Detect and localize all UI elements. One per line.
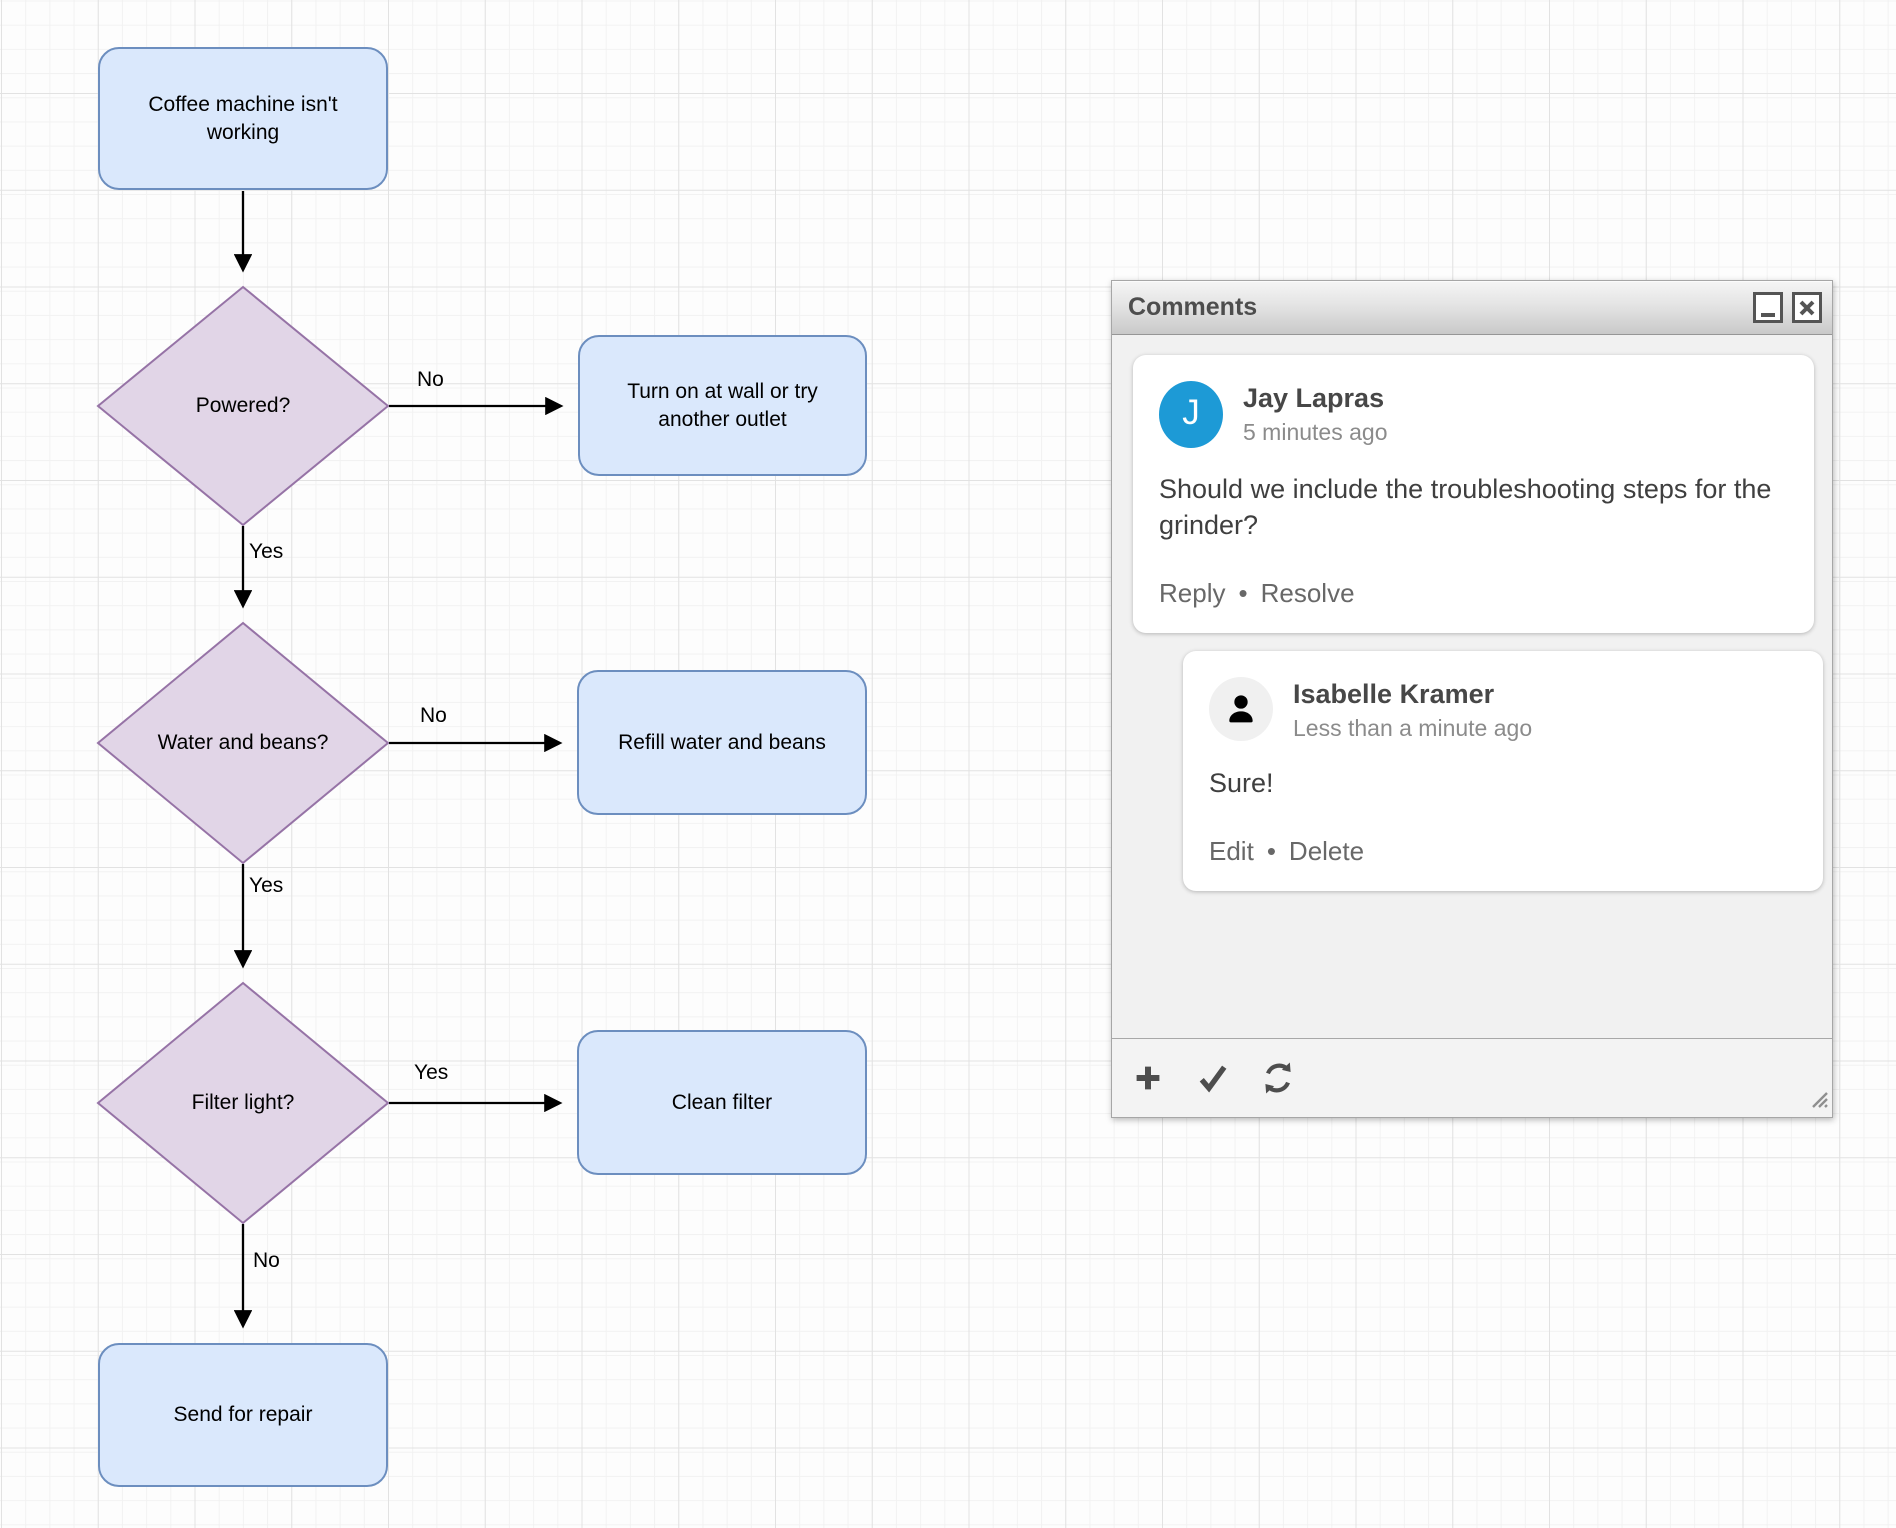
decision-powered-shape[interactable] <box>96 285 390 527</box>
edge-label-filter-yes: Yes <box>414 1061 449 1084</box>
close-icon <box>1799 300 1815 315</box>
reply-link[interactable]: Reply <box>1159 577 1226 608</box>
node-turn-on[interactable]: Turn on at wall or try another outlet <box>578 335 867 476</box>
comment-timestamp: 5 minutes ago <box>1243 419 1388 446</box>
comments-window: Comments J Jay Lapras 5 <box>1111 280 1833 1118</box>
action-separator: • <box>1266 835 1276 866</box>
comment-meta: Jay Lapras 5 minutes ago <box>1243 381 1387 446</box>
node-start[interactable]: Coffee machine isn't working <box>98 47 388 190</box>
comment-header: J Jay Lapras 5 minutes ago <box>1159 381 1786 448</box>
decision-water-beans-shape[interactable] <box>96 621 390 865</box>
comments-titlebar[interactable]: Comments <box>1112 281 1832 335</box>
person-icon <box>1229 695 1253 723</box>
node-start-label: Coffee machine isn't working <box>148 92 338 144</box>
refresh-button[interactable] <box>1259 1059 1297 1097</box>
avatar: J <box>1159 381 1223 448</box>
decision-filter-light-label: Filter light? <box>191 1091 295 1114</box>
show-resolved-button[interactable] <box>1194 1059 1232 1097</box>
plus-icon <box>1136 1066 1160 1090</box>
node-send-repair-label: Send for repair <box>173 1403 313 1427</box>
comments-list: J Jay Lapras 5 minutes ago Should we inc… <box>1112 335 1832 1038</box>
node-send-repair[interactable]: Send for repair <box>98 1343 388 1487</box>
decision-water-beans-label: Water and beans? <box>157 731 329 754</box>
comment-author: Jay Lapras <box>1243 383 1385 413</box>
edit-link[interactable]: Edit <box>1209 835 1254 866</box>
comment-actions: Reply • Resolve <box>1159 578 1786 609</box>
node-turn-on-label: Turn on at wall or try another outlet <box>627 379 818 431</box>
comment-meta: Isabelle Kramer Less than a minute ago <box>1293 677 1532 742</box>
comments-title: Comments <box>1128 293 1258 321</box>
close-button[interactable] <box>1792 292 1822 323</box>
edge-label-water-yes: Yes <box>249 874 284 897</box>
checkmark-icon <box>1199 1065 1227 1093</box>
comment-text: Should we include the troubleshooting st… <box>1159 474 1772 540</box>
action-separator: • <box>1238 577 1248 608</box>
edge-label-powered-no: No <box>417 368 444 391</box>
decision-powered-label: Powered? <box>195 394 291 417</box>
comment-header: Isabelle Kramer Less than a minute ago <box>1209 676 1795 742</box>
node-clean-filter[interactable]: Clean filter <box>577 1030 867 1175</box>
resolve-link[interactable]: Resolve <box>1260 577 1355 608</box>
comment-card: J Jay Lapras 5 minutes ago Should we inc… <box>1133 355 1814 633</box>
comment-text: Sure! <box>1209 767 1274 798</box>
comments-toolbar <box>1112 1038 1832 1117</box>
edge-label-powered-yes: Yes <box>249 540 284 563</box>
minimize-icon <box>1761 313 1775 317</box>
edge-label-water-no: No <box>420 704 447 727</box>
node-refill-label: Refill water and beans <box>618 730 826 754</box>
comment-actions: Edit • Delete <box>1209 836 1795 867</box>
refresh-icon <box>1265 1062 1291 1094</box>
node-refill[interactable]: Refill water and beans <box>577 670 867 815</box>
comment-author: Isabelle Kramer <box>1293 678 1495 709</box>
resize-grip-icon <box>1812 1092 1828 1108</box>
edge-label-filter-no: No <box>253 1249 280 1272</box>
avatar <box>1209 676 1273 741</box>
minimize-button[interactable] <box>1753 292 1783 323</box>
comment-timestamp: Less than a minute ago <box>1293 714 1533 741</box>
add-comment-button[interactable] <box>1129 1059 1167 1097</box>
comment-card: Isabelle Kramer Less than a minute ago S… <box>1183 650 1823 891</box>
delete-link[interactable]: Delete <box>1288 835 1365 866</box>
node-clean-filter-label: Clean filter <box>671 1090 773 1114</box>
avatar-initial: J <box>1182 393 1200 432</box>
resize-handle[interactable] <box>1801 1081 1829 1114</box>
decision-filter-light-shape[interactable] <box>96 981 390 1225</box>
